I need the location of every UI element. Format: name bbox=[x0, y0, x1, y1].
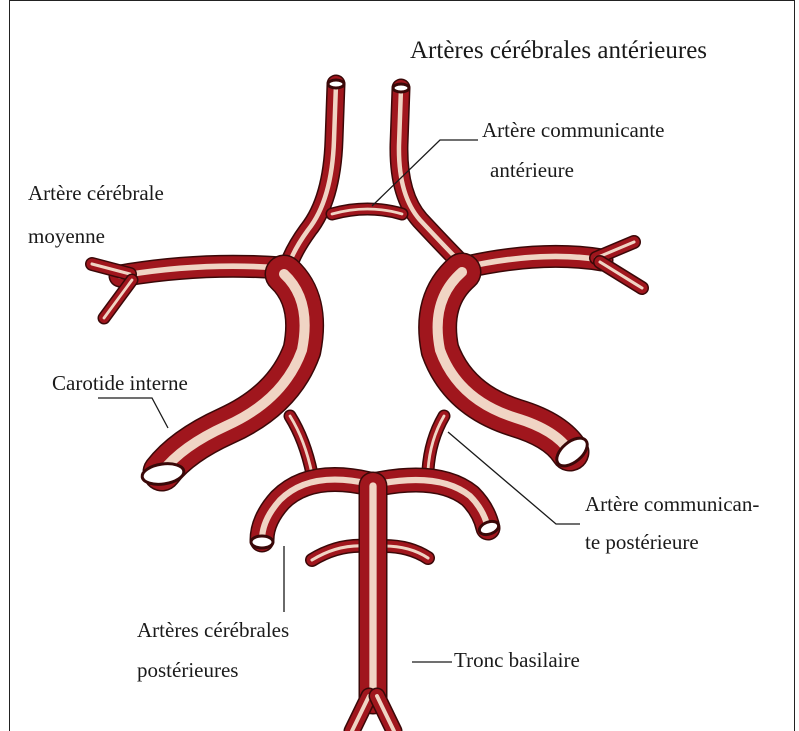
basilar-trunk bbox=[352, 486, 394, 731]
posterior-communicating-arteries bbox=[290, 416, 444, 474]
label-posterior-communicating-line2: te postérieure bbox=[585, 532, 699, 553]
vessel-body bbox=[378, 480, 488, 528]
label-middle-cerebral-line1: Artère cérébrale bbox=[28, 183, 164, 204]
vessel-body bbox=[428, 416, 444, 470]
anterior-cerebral-arteries bbox=[287, 84, 464, 270]
vessel-body bbox=[262, 480, 370, 540]
label-middle-cerebral-line2: moyenne bbox=[28, 226, 105, 247]
left-middle-cerebral-artery bbox=[92, 264, 282, 318]
leader-internal-carotid bbox=[98, 398, 168, 428]
label-anterior-communicating-line1: Artère communicante bbox=[482, 120, 665, 141]
label-posterior-cerebral-line1: Artères cérébrales bbox=[137, 620, 289, 641]
left-anterior-opening bbox=[328, 80, 344, 88]
label-anterior-communicating-line2: antérieure bbox=[490, 160, 574, 181]
vessel-highlight bbox=[600, 262, 642, 288]
label-anterior-cerebral-arteries: Artères cérébrales antérieures bbox=[410, 38, 707, 63]
right-middle-cerebral-artery bbox=[462, 242, 642, 288]
leader-anterior-communicating bbox=[372, 140, 478, 206]
left-posterior-opening bbox=[251, 536, 273, 548]
label-basilar-trunk: Tronc basilaire bbox=[454, 650, 580, 671]
label-posterior-communicating-line1: Artère communican- bbox=[585, 494, 759, 515]
right-anterior-opening bbox=[393, 84, 409, 92]
label-posterior-cerebral-line2: postérieures bbox=[137, 660, 238, 681]
label-internal-carotid: Carotide interne bbox=[52, 373, 188, 394]
vessel-body bbox=[438, 272, 570, 452]
